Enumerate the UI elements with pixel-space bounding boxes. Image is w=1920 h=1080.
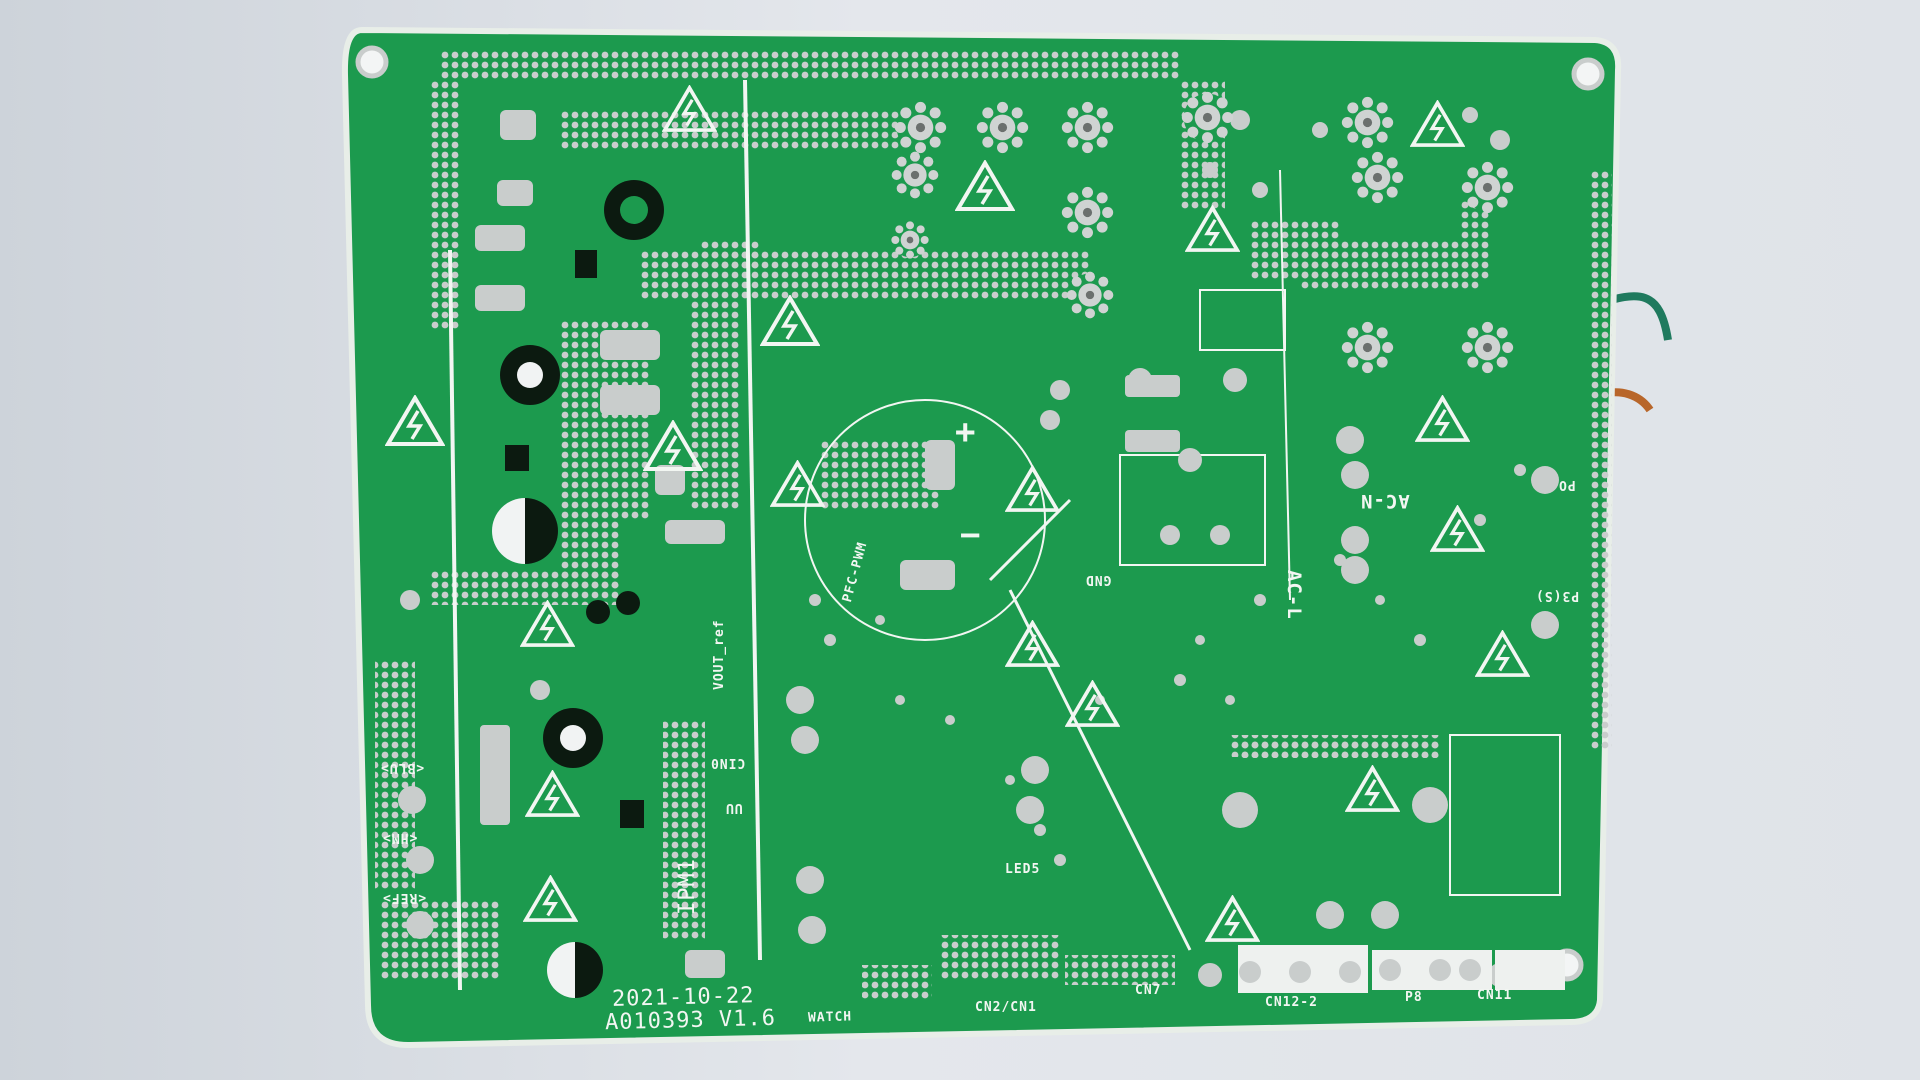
rect-pads xyxy=(475,110,1180,978)
ac-n-label: AC-N xyxy=(1360,490,1410,512)
component-holes xyxy=(492,180,664,998)
solder-dot-fields xyxy=(375,50,1612,980)
header-pin-rows xyxy=(663,720,1440,1000)
blu-label: <BLU> xyxy=(380,760,425,775)
minus-sign: − xyxy=(960,515,982,555)
silkscreen-lines xyxy=(448,79,1561,991)
po-label: PO xyxy=(1558,477,1576,492)
ipm-label: IPM1 xyxy=(675,858,700,915)
p8-label: P8 xyxy=(1405,990,1423,1005)
vout-ref-label: VOUT_ref xyxy=(712,619,727,690)
p3s-label: P3(S) xyxy=(1535,588,1580,603)
cn12-2-label: CN12-2 xyxy=(1265,995,1318,1010)
ac-l-label: AC-L xyxy=(1283,570,1305,620)
gnd-label: GND xyxy=(1085,572,1112,587)
cin0-label: CIN0 xyxy=(710,755,746,770)
led5-label: LED5 xyxy=(1005,862,1041,877)
ref-label: <REF> xyxy=(382,890,427,905)
watch-label: WATCH xyxy=(807,1009,853,1026)
hm-label: <HM> xyxy=(382,830,418,845)
uu-label: UU xyxy=(725,800,743,815)
plus-sign: + xyxy=(955,412,977,452)
cn7-label: CN7 xyxy=(1135,983,1162,998)
cn2-cn1-label: CN2/CN1 xyxy=(975,1000,1037,1015)
cn11-label: CN11 xyxy=(1477,988,1513,1003)
connector-blocks xyxy=(1238,945,1565,993)
part-number-label: A010393 V1.6 xyxy=(604,1005,777,1036)
